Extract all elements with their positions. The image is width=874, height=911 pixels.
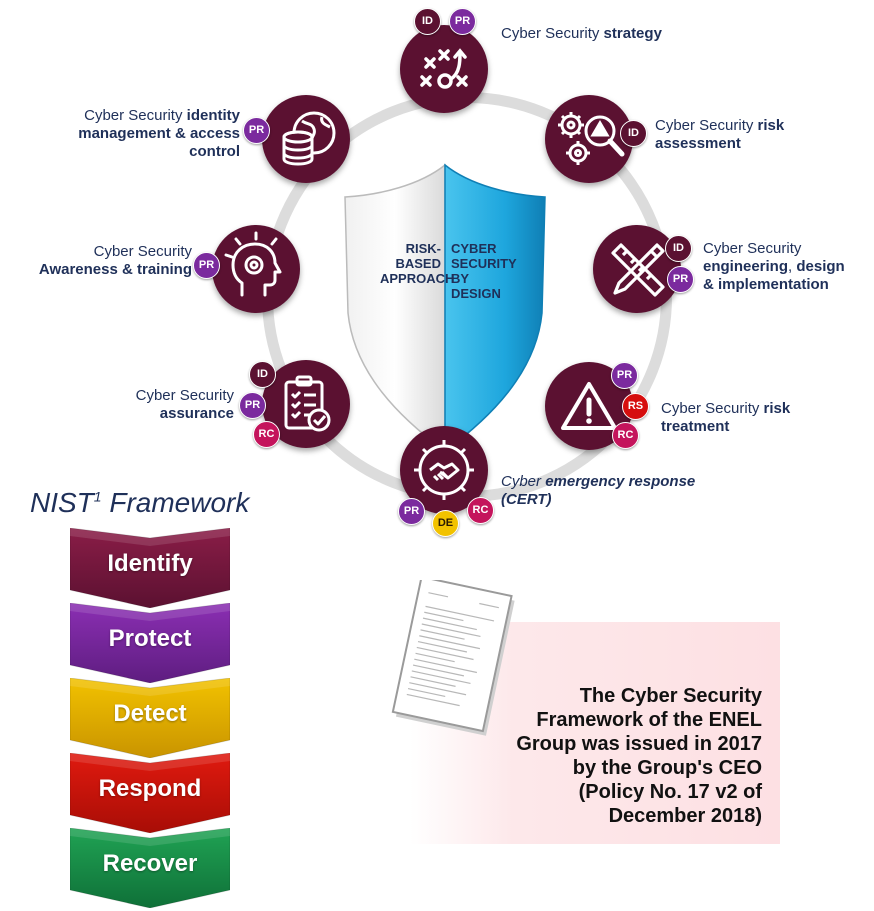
strategy-play-icon: [420, 48, 468, 89]
nist-title: NIST1 Framework: [30, 487, 249, 519]
nist-step-label: Detect: [113, 700, 187, 727]
strategy-label: Cyber Security strategy: [501, 25, 731, 43]
label-bold: management & access: [78, 125, 240, 142]
nist-step-detect: Detect: [70, 678, 230, 758]
risk-assessment-label: Cyber Security risk assessment: [655, 117, 855, 153]
policy-text: The Cyber Security Framework of the ENEL…: [462, 684, 762, 828]
shield-right-line: SECURITY: [451, 256, 517, 271]
nist-step-identify: Identify: [70, 528, 230, 608]
label-text: Cyber Security: [501, 25, 604, 42]
policy-line: Group was issued in 2017: [516, 733, 762, 755]
shield-right-text: CYBER SECURITY BY DESIGN: [451, 241, 541, 301]
shield-left-text: RISK- BASED APPROACH: [380, 241, 455, 286]
chevron-shape: [70, 753, 230, 833]
label-text: Cyber Security: [661, 400, 764, 417]
emergency-label: Cyber emergency response (CERT): [501, 473, 761, 509]
label-bold: identity: [186, 107, 240, 124]
shield-icon: [344, 163, 546, 453]
engineering-label: Cyber Security engineering, design & imp…: [703, 240, 873, 294]
label-bold: assessment: [655, 135, 741, 152]
badge-pr: PR: [667, 266, 694, 293]
label-text: ,: [788, 258, 797, 275]
label-bold: Awareness & training: [38, 261, 192, 278]
badge-id: ID: [414, 8, 441, 35]
label-bold: assurance: [159, 405, 234, 422]
badge-rc: RC: [467, 497, 494, 524]
label-bold: control: [189, 143, 240, 160]
chevron-shape: [70, 828, 230, 908]
badge-pr: PR: [449, 8, 476, 35]
label-text: Cyber Security: [84, 107, 187, 124]
nist-step-label: Identify: [107, 550, 193, 577]
nist-step-label: Recover: [102, 850, 198, 877]
badge-pr: PR: [239, 392, 266, 419]
handshake-gear-icon: [414, 440, 474, 500]
strategy-node: [400, 25, 488, 113]
label-text: Cyber Security: [93, 243, 192, 260]
label-bold: treatment: [661, 418, 730, 435]
badge-pr: PR: [398, 498, 425, 525]
badge-id: ID: [620, 120, 647, 147]
awareness-label: Cyber Security Awareness & training: [2, 243, 192, 279]
label-bold: & implementation: [703, 276, 829, 293]
badge-pr: PR: [611, 362, 638, 389]
shield-right-line: BY: [451, 271, 470, 286]
badge-rc: RC: [253, 421, 280, 448]
risk-assessment-node: [545, 95, 633, 183]
risk-treatment-label: Cyber Security risk treatment: [661, 400, 861, 436]
chevron-shape: [70, 603, 230, 683]
ruler-pencil-icon: [611, 243, 665, 297]
chevron-shape: [70, 528, 230, 608]
shield-right-line: CYBER: [451, 241, 497, 256]
badge-id: ID: [665, 235, 692, 262]
shield-left-line: APPROACH: [380, 271, 455, 286]
nist-step-protect: Protect: [70, 603, 230, 683]
policy-line: (Policy No. 17 v2 of: [578, 781, 762, 803]
nist-step-label: Respond: [98, 775, 202, 802]
awareness-node: [212, 225, 300, 313]
label-bold: risk: [763, 400, 791, 417]
label-bold: risk: [757, 117, 785, 134]
nist-step-label: Protect: [108, 625, 192, 652]
nist-title-text: NIST: [30, 487, 94, 518]
nist-footnote-mark: 1: [93, 488, 102, 505]
chevron-shape: [70, 678, 230, 758]
identity-node: [262, 95, 350, 183]
label-text: Cyber Security: [135, 387, 234, 404]
shield-left-line: BASED: [395, 256, 441, 271]
label-bold: engineering: [703, 258, 789, 275]
label-text: Cyber: [501, 473, 546, 490]
policy-line: Framework of the ENEL: [536, 709, 762, 731]
label-bold: (CERT): [501, 491, 552, 508]
label-text: Cyber Security: [703, 240, 802, 257]
assurance-label: Cyber Security assurance: [64, 387, 234, 423]
nist-step-respond: Respond: [70, 753, 230, 833]
head-target-icon: [224, 231, 282, 297]
nist-title-text: Framework: [101, 487, 250, 518]
shield-left-line: RISK-: [405, 241, 441, 256]
badge-de: DE: [432, 510, 459, 537]
label-text: Cyber Security: [655, 117, 758, 134]
badge-id: ID: [249, 361, 276, 388]
engineering-node: [593, 225, 681, 313]
policy-document-icon: [391, 580, 515, 736]
badge-rs: RS: [622, 393, 649, 420]
database-globe-icon: [282, 111, 336, 166]
warning-triangle-icon: [561, 382, 617, 430]
label-bold: emergency response: [545, 473, 696, 490]
badge-pr: PR: [243, 117, 270, 144]
identity-label: Cyber Security identity management & acc…: [30, 107, 240, 161]
clipboard-check-icon: [284, 375, 331, 432]
nist-step-recover: Recover: [70, 828, 230, 908]
policy-line: The Cyber Security: [579, 685, 762, 707]
label-bold: design: [796, 258, 845, 275]
gears-magnifier-icon: [558, 112, 625, 165]
badge-rc: RC: [612, 422, 639, 449]
label-bold: strategy: [603, 25, 662, 42]
policy-line: December 2018): [608, 805, 762, 827]
shield-right-line: DESIGN: [451, 286, 501, 301]
policy-line: by the Group's CEO: [572, 757, 762, 779]
badge-pr: PR: [193, 252, 220, 279]
